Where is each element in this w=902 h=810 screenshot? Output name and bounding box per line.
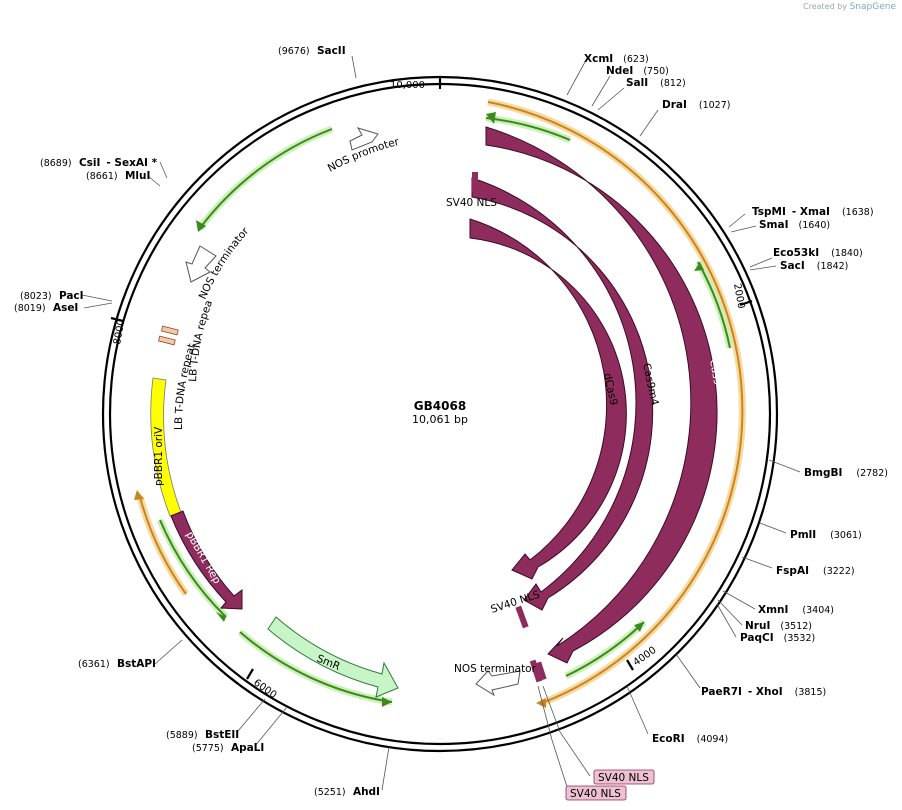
label-nos-terminator-bottom: NOS terminator <box>454 663 537 675</box>
site-paci: (8023) PacI <box>20 290 84 302</box>
backbone-features <box>150 377 399 698</box>
label-cas9: Cas9 <box>707 358 723 386</box>
site-paqci: PaqCI(3532) <box>740 632 815 644</box>
sv40-nls-callout-2-text: SV40 NLS <box>570 788 621 800</box>
tick-label-10000: 10,000 <box>390 80 425 91</box>
snapgene-credit: Created by SnapGene <box>803 2 896 12</box>
sv40-nls-top-block <box>472 172 478 192</box>
credit-prefix: Created by <box>803 2 848 11</box>
site-ndei: NdeI(750) <box>606 65 669 77</box>
cas9m4-cds <box>471 177 654 611</box>
plasmid-size: 10,061 bp <box>412 413 468 426</box>
site-paer7i-xhoi: PaeR7I- XhoI(3815) <box>701 686 826 698</box>
tick-label-6000: 6000 <box>251 677 278 701</box>
sv40-callouts: SV40 NLS SV40 NLS <box>537 685 655 801</box>
site-sacii: (9676) SacII <box>278 45 346 57</box>
site-sali: SalI(812) <box>626 77 686 89</box>
nos-terminator-top-arrow <box>185 245 217 283</box>
label-smr: SmR <box>315 653 342 673</box>
smr-arrow <box>267 616 399 698</box>
site-bstapi: (6361) BstAPI <box>78 658 156 670</box>
label-sv40-nls-top: SV40 NLS <box>446 197 497 209</box>
site-ahdi: (5251) AhdI <box>314 786 380 798</box>
site-nrui: NruI(3512) <box>745 620 812 632</box>
site-eco53ki: Eco53kI(1840) <box>773 247 863 259</box>
site-bmgbi: BmgBI(2782) <box>804 467 888 479</box>
label-lb-repeat-2: LB T-DNA repeat <box>0 0 215 382</box>
snapgene-logo-text: SnapGene <box>849 2 896 12</box>
sv40-nls-mid-block <box>515 605 529 629</box>
site-fspai: FspAI(3222) <box>776 565 855 577</box>
cas9-cds <box>485 126 718 664</box>
pbbr1-rep-arrow <box>170 510 243 610</box>
site-leader-lines <box>81 55 801 791</box>
site-csii-sexai: (8689) CsiI- SexAI * <box>40 157 158 169</box>
site-bsteii: (5889) BstEII <box>166 729 239 741</box>
ticks <box>110 77 753 680</box>
site-apali: (5775) ApaLI <box>192 742 264 754</box>
primer-arcs-orange <box>134 98 746 708</box>
tick-label-8000: 8000 <box>112 319 127 346</box>
sv40-nls-callout-2 <box>565 785 627 801</box>
site-saci: SacI(1842) <box>780 260 848 272</box>
dcas9-cds <box>469 218 627 580</box>
nos-promoter-arrow <box>349 127 379 151</box>
regulatory-arrows <box>185 127 521 697</box>
site-xmni: XmnI(3404) <box>758 604 834 616</box>
sv40-nls-bottom-block-2 <box>536 661 547 681</box>
lb-repeats <box>158 325 179 346</box>
sv40-nls-callout-1 <box>593 769 655 785</box>
site-drai: DraI(1027) <box>662 99 730 111</box>
cds-arcs <box>469 126 718 683</box>
nos-terminator-bottom-arrow <box>475 670 521 697</box>
site-smai: SmaI(1640) <box>759 219 830 231</box>
site-tspmi-xmai: TspMI- XmaI(1638) <box>752 206 874 218</box>
site-pmli: PmlI(3061) <box>790 529 862 541</box>
label-pbbr1-oriv: pBBR1 oriV <box>153 426 165 486</box>
sv40-nls-callout-1-text: SV40 NLS <box>598 772 649 784</box>
label-sv40-nls-mid: SV40 NLS <box>489 589 541 616</box>
primer-arcs-green <box>156 112 734 707</box>
site-asei: (8019) AseI <box>14 302 78 314</box>
sv40-nls-bottom-block <box>529 659 543 683</box>
site-ecori: EcoRI(4094) <box>652 733 728 745</box>
site-mlui: (8661) MluI <box>86 170 150 182</box>
plasmid-name: GB4068 <box>414 399 466 413</box>
site-xcmi: XcmI(623) <box>584 53 649 65</box>
tick-label-2000: 2000 <box>731 283 746 310</box>
